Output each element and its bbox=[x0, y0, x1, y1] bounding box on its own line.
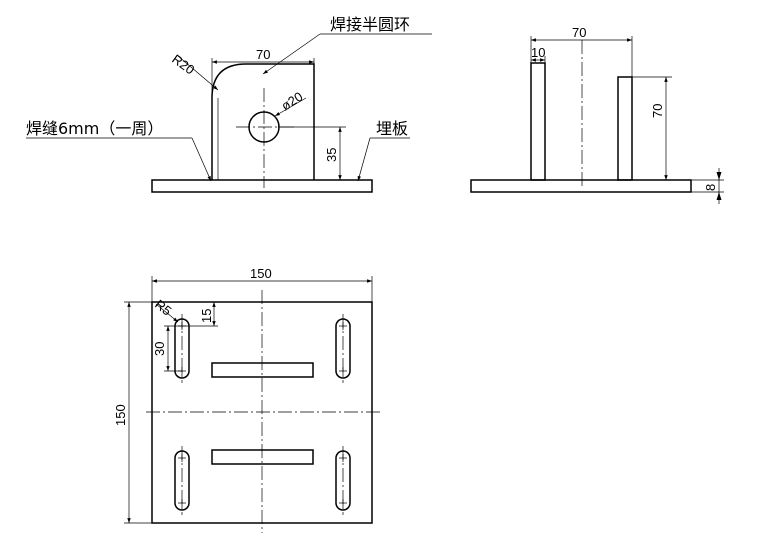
plan-width-dim: 150 bbox=[250, 266, 272, 281]
side-base-plate bbox=[470, 179, 692, 193]
weld-seam-label: 焊缝6mm（一周） bbox=[26, 119, 163, 138]
front-width-dim: 70 bbox=[256, 47, 270, 62]
embed-plate-leader bbox=[357, 137, 371, 182]
plan-upper-strip bbox=[211, 362, 314, 378]
half-ring-outline bbox=[211, 63, 315, 180]
weld-seam-leader bbox=[191, 137, 212, 182]
front-radius-dim: R20 bbox=[169, 51, 197, 77]
side-thick-dim: 10 bbox=[531, 45, 545, 60]
hole-dia-dim: ø20 bbox=[278, 89, 305, 114]
side-right-lug bbox=[617, 76, 633, 181]
slot-radius-dim: R5 bbox=[152, 297, 174, 319]
side-height-dim: 70 bbox=[650, 104, 665, 118]
slot-offset-dim: 15 bbox=[199, 309, 214, 323]
slot-radius-leader bbox=[155, 303, 179, 323]
bolt-slot bbox=[335, 446, 351, 515]
plan-height-dim: 150 bbox=[113, 404, 128, 426]
weld-ring-leader bbox=[262, 33, 321, 75]
plan-lower-strip bbox=[211, 449, 314, 465]
front-radius-leader bbox=[177, 55, 219, 91]
hole-dia-leader bbox=[274, 97, 307, 117]
front-base-plate bbox=[151, 179, 373, 193]
bolt-slot bbox=[335, 314, 351, 383]
slot-length-dim: 30 bbox=[152, 342, 167, 356]
weld-ring-label: 焊接半圆环 bbox=[330, 15, 410, 34]
plan-view: 150 150 R5 15 30 bbox=[113, 266, 380, 533]
side-width-dim: 70 bbox=[572, 25, 586, 40]
side-left-lug bbox=[530, 62, 546, 181]
bolt-slot bbox=[174, 446, 190, 515]
embed-plate-label: 埋板 bbox=[376, 119, 408, 138]
plate-thick-dim: 8 bbox=[703, 184, 718, 191]
side-view: 70 10 70 8 bbox=[470, 25, 724, 204]
bolt-slot bbox=[174, 314, 190, 383]
front-view: 70 R20 ø20 35 焊接半圆环 焊缝6mm（一周） 埋板 bbox=[26, 15, 432, 193]
hole-height-dim: 35 bbox=[324, 148, 339, 162]
